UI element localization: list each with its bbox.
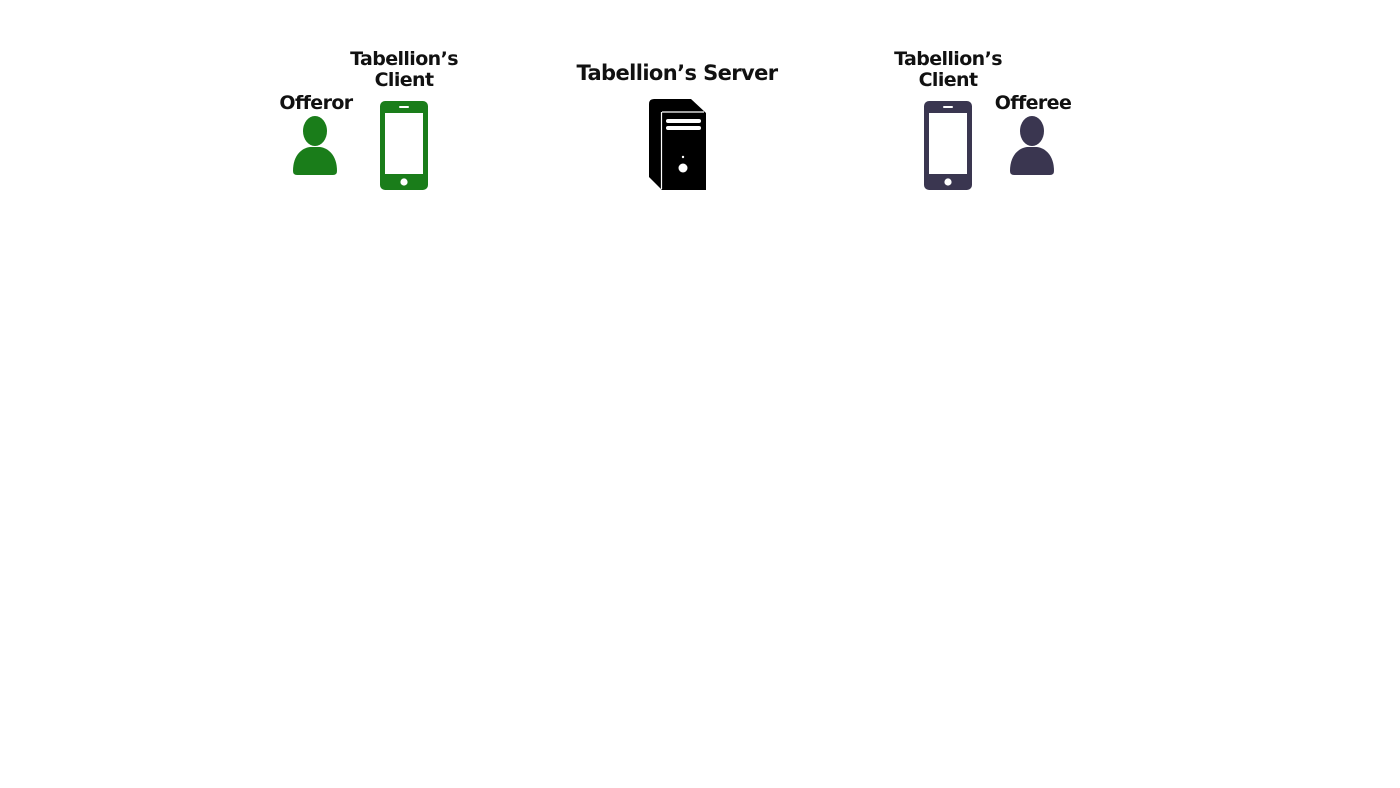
offeror-label: Offeror (279, 92, 353, 114)
offeror-client-label-line1: Tabellion’s (350, 48, 458, 70)
offeror-person-icon (290, 115, 340, 175)
offeror-client-label-line2: Client (374, 69, 434, 91)
server-tower-icon (648, 99, 707, 191)
offeree-smartphone-icon (924, 101, 972, 190)
offeree-person-icon (1007, 115, 1057, 175)
offeree-label: Offeree (994, 92, 1072, 114)
offeror-smartphone-icon (380, 101, 428, 190)
offeree-client-label-line2: Client (918, 69, 978, 91)
server-label: Tabellion’s Server (576, 61, 778, 85)
offeree-client-label-line1: Tabellion’s (894, 48, 1002, 70)
